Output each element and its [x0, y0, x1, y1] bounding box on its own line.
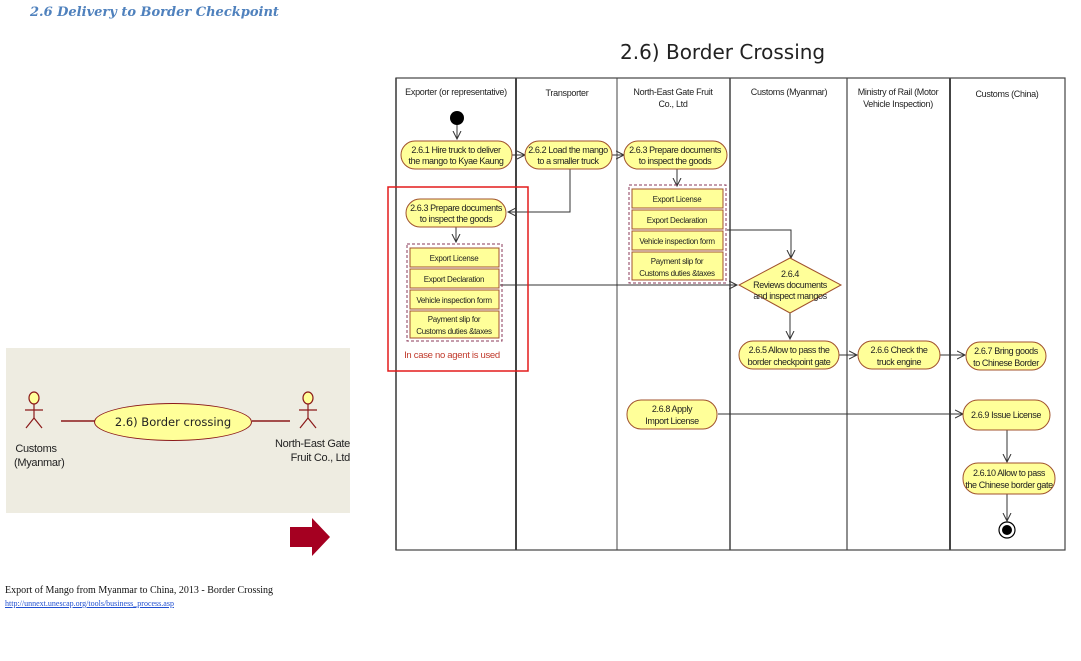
activity-2-6-1 [400, 140, 513, 170]
activity-text: 2.6.10 Allow to pass [973, 468, 1046, 478]
end-node-inner [1002, 525, 1012, 535]
start-node-icon [450, 111, 464, 125]
activity-text: border checkpoint gate [748, 357, 831, 367]
doc-vehicle-inspection [409, 289, 500, 310]
doc-text: Vehicle inspection form [416, 296, 492, 305]
document-group-frame [628, 184, 727, 284]
activity-text: Import License [645, 416, 699, 426]
activity-2-6-7 [965, 341, 1047, 371]
activity-2-6-3-northeast [623, 140, 728, 170]
activity-text: the Chinese border gate [965, 480, 1053, 490]
activity-2-6-3-exporter [405, 198, 507, 228]
doc-text: Export License [430, 254, 480, 263]
actor-label-customs-myanmar: Customs (Myanmar) [14, 442, 65, 470]
activity-text: 2.6.8 Apply [652, 404, 693, 414]
lane-header-north-east-gate-2: Co., Ltd [658, 99, 687, 109]
document-group-northeast [628, 184, 727, 284]
activity-text: truck engine [877, 357, 922, 367]
doc-text: Export License [653, 195, 703, 204]
actor-label-north-east-gate: North-East Gate Fruit Co., Ltd [266, 437, 350, 465]
usecase-diagram [25, 391, 330, 556]
diagram-title: 2.6) Border Crossing [620, 40, 826, 64]
doc-text: Payment slip for [651, 257, 704, 266]
decision-2-6-4 [737, 257, 843, 314]
activity-2-6-10 [962, 462, 1056, 495]
doc-text: Export Declaration [647, 216, 707, 225]
source-link[interactable]: http://unnext.unescap.org/tools/business… [5, 599, 174, 608]
lane-header-customs-china: Customs (China) [975, 89, 1038, 99]
next-arrow-icon [290, 518, 330, 556]
flow-arrow [508, 168, 571, 212]
doc-payment-slip [631, 251, 724, 281]
activity-text: to Chinese Border [973, 358, 1039, 368]
doc-export-declaration [409, 268, 500, 289]
activity-text: to inspect the goods [420, 214, 493, 224]
activity-text: 2.6.1 Hire truck to deliver [411, 145, 501, 155]
activity-text: 2.6.4 [781, 269, 799, 279]
doc-text: Payment slip for [428, 315, 481, 324]
activity-text: 2.6.3 Prepare documents [410, 203, 503, 213]
activity-text: Reviews documents [753, 280, 828, 290]
actor-label-line: North-East Gate [275, 438, 350, 450]
lane-header-exporter: Exporter (or representative) [405, 87, 507, 97]
activity-text: 2.6.7 Bring goods [974, 346, 1039, 356]
no-agent-highlight [387, 186, 529, 372]
doc-text: Customs duties &taxes [639, 269, 715, 278]
doc-text: Customs duties &taxes [416, 327, 492, 336]
doc-export-license [409, 247, 500, 268]
caption: Export of Mango from Myanmar to China, 2… [5, 585, 274, 596]
actor-label-line: Customs [15, 443, 57, 455]
doc-export-license [631, 188, 724, 209]
actor-customs-myanmar-icon [25, 391, 43, 429]
document-group-exporter [406, 243, 503, 342]
lane-header-ministry-rail-2: Vehicle Inspection) [863, 99, 933, 109]
document-group-frame [406, 243, 503, 342]
doc-text: Export Declaration [424, 275, 484, 284]
actor-label-line: Fruit Co., Ltd [290, 452, 351, 464]
activity-text: 2.6.6 Check the [870, 345, 927, 355]
doc-payment-slip [409, 310, 500, 339]
actor-label-line: (Myanmar) [14, 457, 65, 469]
activity-2-6-9 [962, 399, 1051, 431]
doc-export-declaration [631, 209, 724, 230]
activity-text: and inspect mangos [753, 291, 827, 301]
activity-text: 2.6.5 Allow to pass the [749, 345, 830, 355]
section-heading: 2.6 Delivery to Border Checkpoint [30, 5, 279, 20]
activity-text: to inspect the goods [639, 156, 712, 166]
lane-header-north-east-gate: North-East Gate Fruit [633, 87, 713, 97]
swimlane-grid [395, 77, 1066, 551]
activity-2-6-5 [738, 340, 840, 370]
usecase-oval: 2.6) Border crossing [94, 403, 252, 441]
lane-header-ministry-rail: Ministry of Rail (Motor [858, 87, 939, 97]
lane-header-transporter: Transporter [546, 88, 589, 98]
activity-text: 2.6.3 Prepare documents [629, 145, 722, 155]
actor-north-east-gate-icon [299, 391, 317, 429]
activity-2-6-6 [857, 340, 941, 370]
activity-2-6-2 [524, 140, 613, 170]
doc-vehicle-inspection [631, 230, 724, 251]
activity-text: 2.6.2 Load the mango [528, 145, 608, 155]
doc-text: Vehicle inspection form [639, 237, 715, 246]
no-agent-note: In case no agent is used [404, 350, 500, 361]
activity-text: the mango to Kyae Kaung [409, 156, 504, 166]
activity-text: 2.6.9 Issue License [971, 410, 1041, 420]
activity-2-6-8 [626, 399, 718, 430]
lane-header-customs-myanmar: Customs (Myanmar) [751, 87, 828, 97]
flow-arrow [727, 229, 791, 258]
activity-text: to a smaller truck [537, 156, 599, 166]
